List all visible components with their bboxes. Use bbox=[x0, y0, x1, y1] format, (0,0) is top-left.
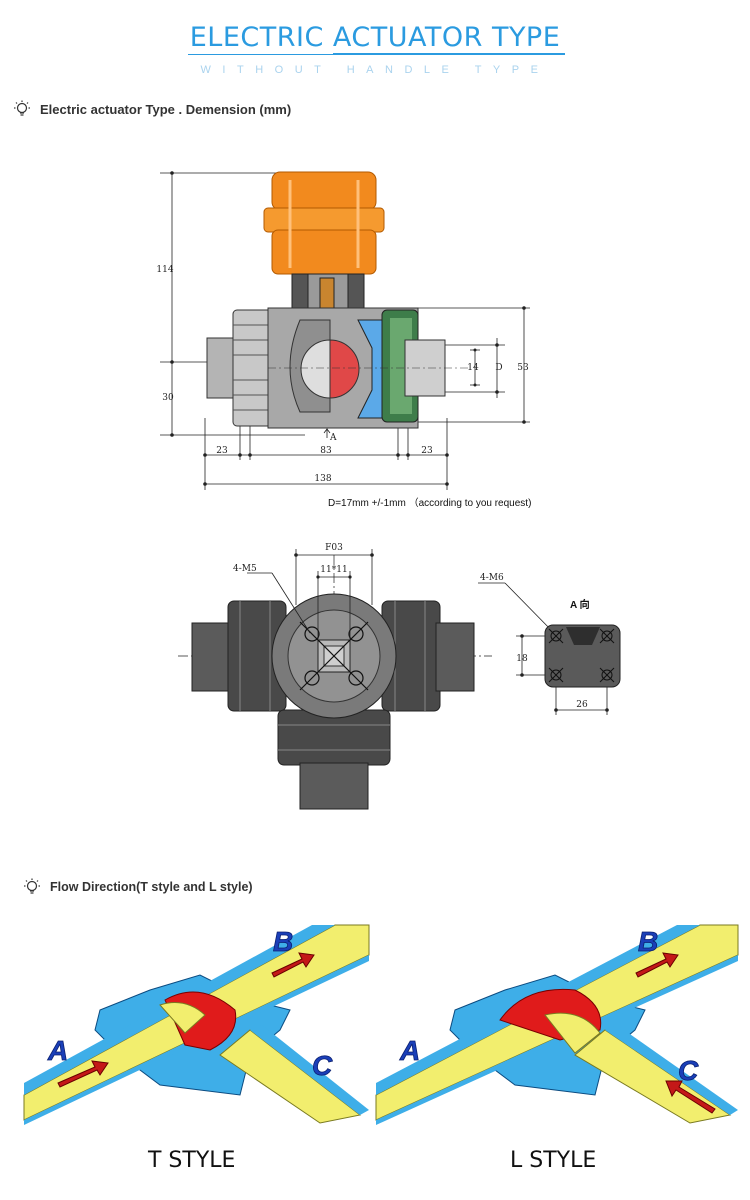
flow-heading: Flow Direction(T style and L style) bbox=[22, 878, 253, 896]
view-a-label: A 向 bbox=[570, 598, 590, 611]
side-dimension-drawing: 114 30 23 83 23 138 14 D 53 A D=17mm +/-… bbox=[156, 171, 531, 509]
dim-23-left: 23 bbox=[216, 446, 228, 456]
l-label-b: B bbox=[638, 926, 658, 957]
dim-14: 14 bbox=[467, 363, 479, 373]
t-style-diagram: A B C bbox=[23, 923, 370, 1125]
l-style-diagram: A B C bbox=[375, 923, 739, 1125]
l-label-a: A bbox=[399, 1035, 420, 1066]
bolt-label-right: 4-M6 bbox=[480, 573, 504, 583]
dimension-heading: Electric actuator Type . Demension (mm) bbox=[12, 100, 291, 118]
t-style-caption: T STYLE bbox=[148, 1148, 236, 1173]
pad-height: 18 bbox=[516, 654, 528, 664]
dim-83: 83 bbox=[320, 446, 332, 456]
bolt-label-left: 4-M5 bbox=[233, 564, 257, 574]
flow-heading-text: Flow Direction(T style and L style) bbox=[50, 880, 253, 894]
pad-width: 26 bbox=[576, 700, 588, 710]
l-label-c: C bbox=[678, 1055, 699, 1086]
t-label-a: A bbox=[47, 1035, 68, 1066]
dim-114: 114 bbox=[156, 265, 173, 275]
request-note: D=17mm +/-1mm （according to you request) bbox=[328, 497, 531, 509]
t-label-b: B bbox=[273, 926, 293, 957]
lightbulb-icon bbox=[14, 100, 30, 116]
page-subtitle: WITHOUT HANDLE TYPE bbox=[200, 64, 550, 76]
dimension-heading-text: Electric actuator Type . Demension (mm) bbox=[40, 101, 292, 117]
dim-d: D bbox=[495, 363, 502, 373]
title-underline-left bbox=[188, 54, 333, 55]
l-style-caption: L STYLE bbox=[510, 1148, 597, 1173]
dim-138: 138 bbox=[314, 474, 331, 484]
actuator-body bbox=[263, 171, 385, 275]
t-label-c: C bbox=[312, 1050, 333, 1081]
dim-30: 30 bbox=[162, 393, 174, 403]
dim-53: 53 bbox=[517, 363, 529, 373]
page-title: ELECTRIC ACTUATOR TYPE bbox=[189, 22, 561, 53]
lightbulb-icon bbox=[24, 878, 40, 894]
dim-23-right: 23 bbox=[421, 446, 433, 456]
flow-direction-diagrams: A B C A B C bbox=[23, 923, 739, 1125]
flange-label: F03 bbox=[325, 543, 343, 553]
square-label: 11*11 bbox=[320, 565, 347, 575]
top-view-drawing: F03 11*11 4-M5 4-M6 A 向 18 26 bbox=[178, 543, 621, 810]
title-underline-right bbox=[333, 53, 565, 55]
dim-a-mark: A bbox=[329, 433, 337, 443]
